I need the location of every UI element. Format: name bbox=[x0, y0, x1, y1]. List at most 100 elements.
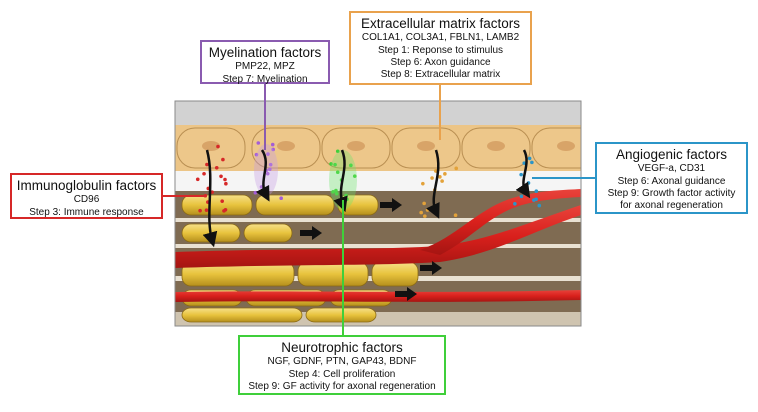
axon-arrow-shaft bbox=[420, 265, 434, 271]
myelin-sheath bbox=[305, 307, 377, 323]
immunoglobulin-factors-box: Immunoglobulin factors CD96 Step 3: Immu… bbox=[10, 173, 163, 219]
factor-particle bbox=[334, 188, 338, 193]
cell-nucleus bbox=[417, 141, 435, 151]
factor-particle bbox=[453, 213, 458, 217]
signaling-arrows bbox=[202, 149, 531, 248]
factor-particle bbox=[329, 162, 333, 166]
myelination-line: Step 7: Myelination bbox=[222, 73, 308, 85]
axon-arrow-shaft bbox=[380, 202, 394, 208]
myelination-title: Myelination factors bbox=[208, 45, 322, 60]
axon-arrow-shaft bbox=[300, 230, 314, 236]
factor-particle bbox=[254, 152, 259, 157]
extracellular-matrix-factors-box: Extracellular matrix factors COL1A1, COL… bbox=[349, 11, 532, 85]
factor-particle bbox=[454, 166, 459, 171]
tissue-frame bbox=[174, 100, 582, 327]
factor-particle bbox=[268, 162, 273, 167]
blood-vessel-main bbox=[175, 205, 581, 268]
factor-particle bbox=[537, 203, 542, 208]
factor-particle bbox=[335, 149, 340, 154]
factor-particle bbox=[202, 171, 206, 176]
factor-particle bbox=[422, 201, 426, 206]
immunoglobulin-line: Step 3: Immune response bbox=[29, 206, 144, 218]
factor-particle bbox=[532, 198, 536, 202]
signaling-arrow bbox=[202, 149, 218, 248]
epithelial-cell bbox=[531, 127, 581, 169]
factor-particle bbox=[271, 147, 275, 152]
angiogenic-line: for axonal regeneration bbox=[620, 200, 723, 212]
factor-particle bbox=[204, 208, 209, 212]
immunoglobulin-title: Immunoglobulin factors bbox=[16, 178, 157, 193]
cell-nucleus bbox=[487, 141, 505, 151]
factor-particle bbox=[266, 152, 270, 156]
ecm-title: Extracellular matrix factors bbox=[360, 16, 521, 31]
factor-particle bbox=[335, 170, 340, 174]
factor-particle bbox=[198, 208, 202, 213]
factor-particle bbox=[224, 181, 228, 186]
white-layer bbox=[175, 171, 581, 191]
myelin-sheath bbox=[371, 261, 419, 287]
matrix-stripe bbox=[175, 244, 581, 248]
signaling-arrow bbox=[255, 149, 270, 202]
factor-particle bbox=[334, 191, 339, 196]
myelin-sheath bbox=[243, 223, 293, 243]
neurotrophic-line: Step 9: GF activity for axonal regenerat… bbox=[248, 380, 436, 392]
factor-particle bbox=[270, 142, 275, 147]
angiogenic-line: VEGF-a, CD31 bbox=[637, 163, 706, 175]
factor-particle bbox=[519, 194, 524, 199]
factor-particle bbox=[440, 179, 444, 183]
matrix-stripe bbox=[175, 218, 581, 222]
signaling-arrow bbox=[426, 149, 440, 219]
ecm-line: Step 6: Axon guidance bbox=[390, 56, 491, 68]
factor-particle bbox=[220, 199, 224, 203]
angiogenic-factors-box: Angiogenic factors VEGF-a, CD31 Step 6: … bbox=[595, 142, 748, 214]
blood-vessel-lower bbox=[175, 290, 581, 302]
factor-particle bbox=[256, 141, 261, 145]
cell-nucleus bbox=[557, 141, 575, 151]
factor-particle bbox=[421, 181, 425, 186]
factor-particle bbox=[253, 190, 258, 195]
factor-particle bbox=[349, 163, 353, 168]
myelin-sheath bbox=[255, 194, 335, 216]
factor-particle bbox=[419, 210, 423, 215]
factor-particle bbox=[527, 156, 532, 161]
factor-particle bbox=[219, 174, 223, 179]
factor-particle bbox=[268, 167, 272, 172]
axon-arrow-head bbox=[312, 226, 322, 240]
ecm-line: COL1A1, COL3A1, FBLN1, LAMB2 bbox=[361, 32, 520, 44]
axon-arrow-head bbox=[392, 198, 402, 212]
factor-particle bbox=[425, 208, 430, 212]
factor-particle bbox=[222, 209, 226, 213]
factor-particle bbox=[438, 175, 442, 179]
factor-particle bbox=[423, 214, 427, 218]
factor-particle bbox=[333, 162, 337, 167]
angiogenic-title: Angiogenic factors bbox=[615, 147, 728, 162]
neurotrophic-title: Neurotrophic factors bbox=[281, 340, 403, 355]
cell-nucleus bbox=[277, 141, 295, 151]
angiogenic-line: Step 9: Growth factor activity bbox=[607, 187, 736, 199]
immunoglobulin-line: CD96 bbox=[73, 194, 100, 206]
factor-particle bbox=[205, 162, 209, 167]
ecm-line: Step 1: Reponse to stimulus bbox=[377, 44, 504, 56]
signaling-arrow bbox=[515, 149, 531, 199]
factor-particle bbox=[526, 181, 531, 185]
factor-particle bbox=[216, 144, 220, 149]
factor-particle bbox=[223, 177, 227, 182]
factor-particle bbox=[352, 174, 357, 178]
myelin-sheath bbox=[297, 261, 369, 287]
angiogenic-line: Step 6: Axonal guidance bbox=[617, 175, 726, 187]
cell-row bbox=[176, 127, 581, 169]
factor-particle bbox=[265, 171, 270, 176]
myelination-line: PMP22, MPZ bbox=[235, 61, 295, 73]
factor-particle bbox=[195, 177, 200, 182]
factor-particle bbox=[534, 189, 539, 194]
neurotrophic-line: Step 4: Cell proliferation bbox=[288, 368, 396, 380]
signaling-arrow bbox=[333, 149, 348, 213]
factor-particle bbox=[513, 201, 517, 206]
ecm-line: Step 8: Extracellular matrix bbox=[380, 69, 501, 81]
factor-particle bbox=[443, 172, 447, 176]
factor-particle bbox=[214, 165, 219, 170]
axon-arrow-shaft bbox=[395, 291, 409, 297]
blood-vessel-branch bbox=[420, 189, 581, 255]
factor-particle bbox=[279, 196, 283, 200]
